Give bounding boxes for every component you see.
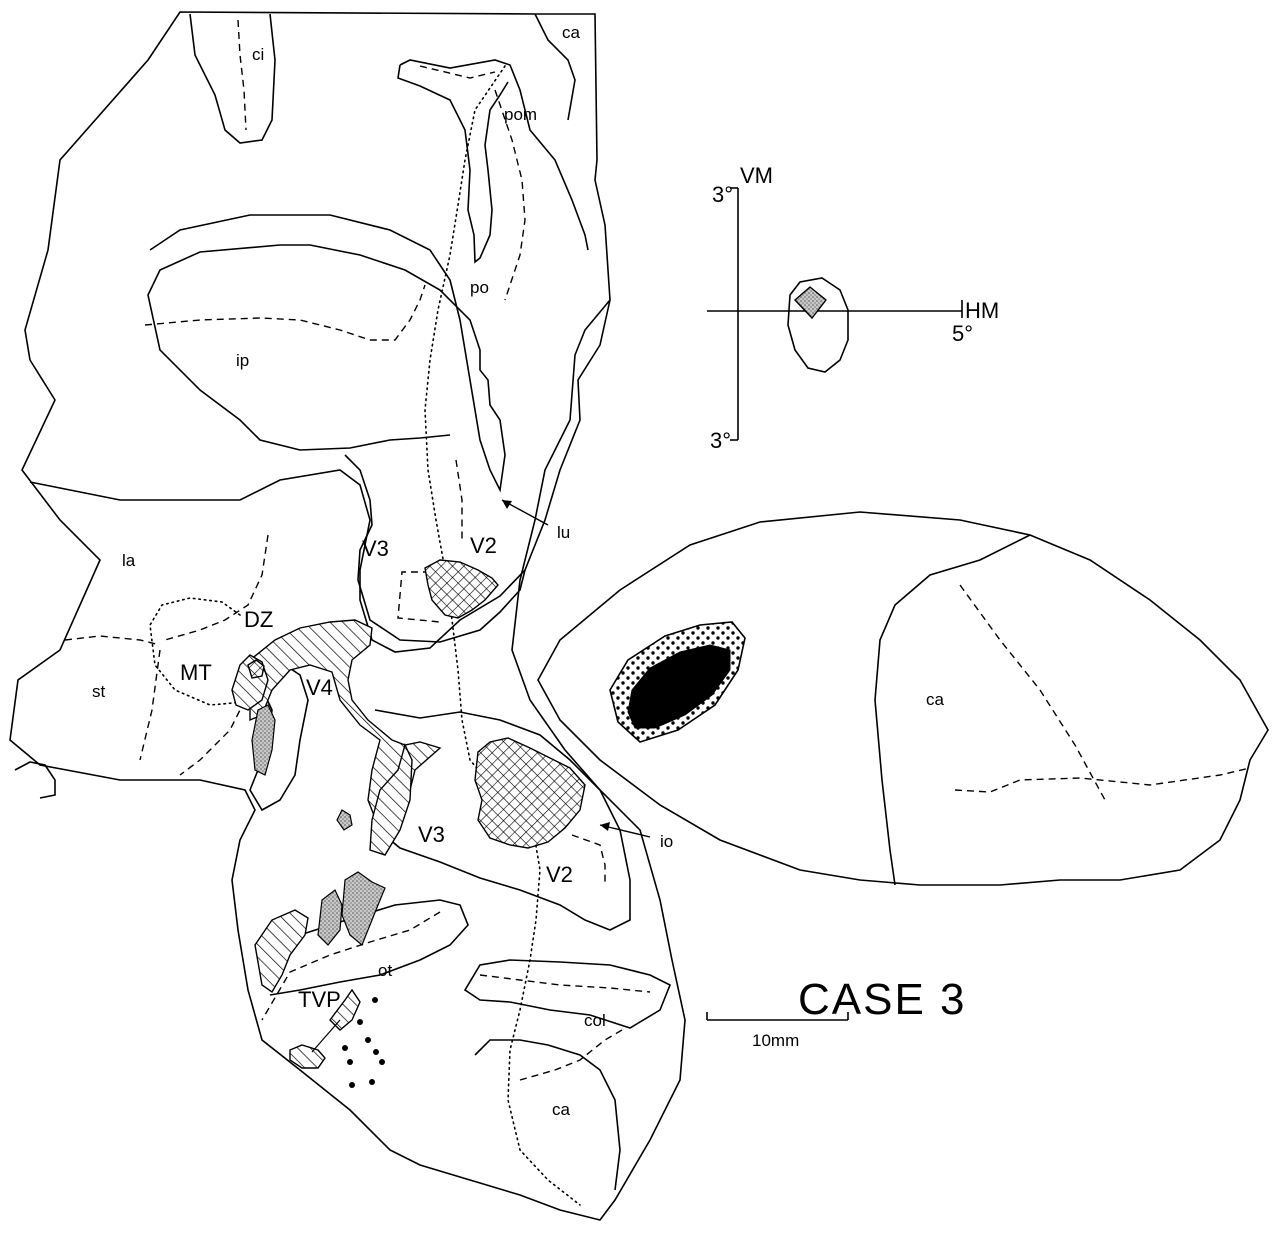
figure-title: CASE 3 bbox=[798, 975, 967, 1024]
visual-field-inset bbox=[707, 188, 962, 440]
ca-bottom-sulcus bbox=[475, 1040, 620, 1190]
text-labels: ci ca pom po ip la st DZ MT V3 V2 lu V4 … bbox=[92, 23, 999, 1119]
label-ca-bottom: ca bbox=[552, 1100, 571, 1119]
stippled-ot-1 bbox=[318, 890, 342, 945]
label-dz: DZ bbox=[244, 607, 273, 632]
label-v3-lower: V3 bbox=[418, 822, 445, 847]
main-flatmap bbox=[10, 12, 685, 1220]
label-col: col bbox=[584, 1011, 606, 1030]
lu-arrow bbox=[502, 500, 548, 525]
v1-inner-border bbox=[875, 535, 1030, 885]
pom-fundus bbox=[420, 66, 495, 78]
label-st: st bbox=[92, 682, 106, 701]
label-regions bbox=[232, 560, 585, 1088]
la-st-division bbox=[65, 636, 160, 645]
v1-v2-border bbox=[425, 66, 580, 1205]
receptive-field-center bbox=[795, 287, 826, 318]
stippled-v4-small bbox=[337, 810, 352, 830]
label-hm: HM bbox=[965, 298, 999, 323]
io-arrow bbox=[600, 822, 650, 837]
stippled-ot-2 bbox=[342, 872, 385, 945]
col-sulcus bbox=[465, 960, 670, 1028]
main-outline bbox=[10, 12, 685, 1220]
crosshatched-v3-v2-upper bbox=[425, 560, 498, 618]
label-mt: MT bbox=[180, 660, 212, 685]
label-po: po bbox=[470, 278, 489, 297]
label-v4: V4 bbox=[306, 675, 333, 700]
label-vm-top: 3° bbox=[712, 182, 733, 207]
label-vm-bottom: 3° bbox=[710, 428, 731, 453]
v1-ca-fundus-2 bbox=[955, 768, 1250, 792]
label-ci: ci bbox=[252, 45, 264, 64]
hatched-tvp-2 bbox=[290, 1045, 325, 1068]
v1-ca-fundus-1 bbox=[960, 585, 1105, 800]
col-fundus bbox=[480, 975, 650, 992]
ip-fundus bbox=[145, 285, 425, 340]
upper-lobe-boundary bbox=[30, 300, 610, 652]
label-v2-upper: V2 bbox=[470, 533, 497, 558]
ci-fundus bbox=[238, 20, 246, 130]
receptive-field-outline bbox=[788, 278, 848, 372]
label-v3-upper: V3 bbox=[362, 536, 389, 561]
po-sulcus bbox=[400, 60, 588, 250]
label-io: io bbox=[660, 832, 673, 851]
v1-flatmap bbox=[538, 512, 1268, 885]
ca-bottom-fundus bbox=[520, 1030, 622, 1080]
label-lu: lu bbox=[557, 523, 570, 542]
tvp-leader bbox=[312, 1020, 340, 1052]
label-ca-top: ca bbox=[562, 23, 581, 42]
label-ip: ip bbox=[236, 351, 249, 370]
label-v2-lower: V2 bbox=[546, 862, 573, 887]
label-ca-right: ca bbox=[926, 690, 945, 709]
scale-bar-label: 10mm bbox=[752, 1031, 799, 1050]
io-fundus bbox=[572, 835, 605, 885]
label-pom: pom bbox=[504, 105, 537, 124]
label-ot: ot bbox=[378, 961, 392, 980]
hatched-ot bbox=[255, 910, 308, 992]
label-hm-ecc: 5° bbox=[952, 321, 973, 346]
st-fundus-2 bbox=[180, 700, 245, 775]
label-vm: VM bbox=[740, 163, 773, 188]
ci-sulcus bbox=[190, 14, 275, 143]
label-la: la bbox=[122, 551, 136, 570]
ip-sulcus bbox=[148, 215, 505, 490]
lu-fundus-1 bbox=[456, 460, 462, 540]
label-tvp: TVP bbox=[298, 987, 341, 1012]
